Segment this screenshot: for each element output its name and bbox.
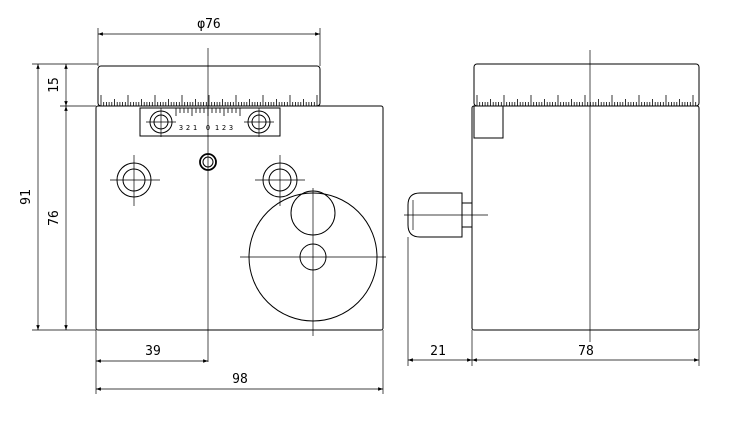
side-dial-ring	[473, 63, 700, 107]
dim-knob-length: 21	[430, 344, 446, 359]
dim-body-height: 76	[47, 210, 62, 226]
vernier-screw-left	[146, 108, 176, 137]
eccentric-disc	[240, 188, 386, 336]
side-dial-scale	[476, 95, 697, 106]
vernier-label: 3	[229, 124, 233, 132]
vernier-label: 3	[179, 124, 183, 132]
side-view	[404, 50, 700, 342]
dim-ring-height: 15	[47, 77, 62, 93]
dim-total-height: 91	[19, 189, 34, 205]
vernier-label: 1	[193, 124, 197, 132]
vernier-labels: 3 2 1 0 1 2 3	[179, 124, 233, 132]
vernier-label: 2	[222, 124, 226, 132]
dimension-lines: φ76 91 15 76 39 98 21 78	[19, 17, 700, 394]
vernier-label: 2	[186, 124, 190, 132]
front-view: 3 2 1 0 1 2 3	[95, 48, 386, 362]
side-body	[471, 105, 700, 331]
vernier-scale	[175, 108, 241, 116]
side-knob	[404, 192, 488, 238]
dim-side-width: 78	[578, 344, 594, 359]
side-step	[473, 105, 504, 139]
front-body	[95, 105, 384, 331]
mount-hole-left	[110, 155, 160, 206]
dim-front-width: 98	[232, 372, 248, 387]
vernier-screw-right	[244, 108, 274, 137]
mount-hole-right	[255, 155, 305, 206]
front-dial-scale	[100, 95, 318, 106]
vernier-label: 1	[215, 124, 219, 132]
dim-dial-diameter: φ76	[197, 17, 220, 32]
dim-hole-offset: 39	[145, 344, 161, 359]
